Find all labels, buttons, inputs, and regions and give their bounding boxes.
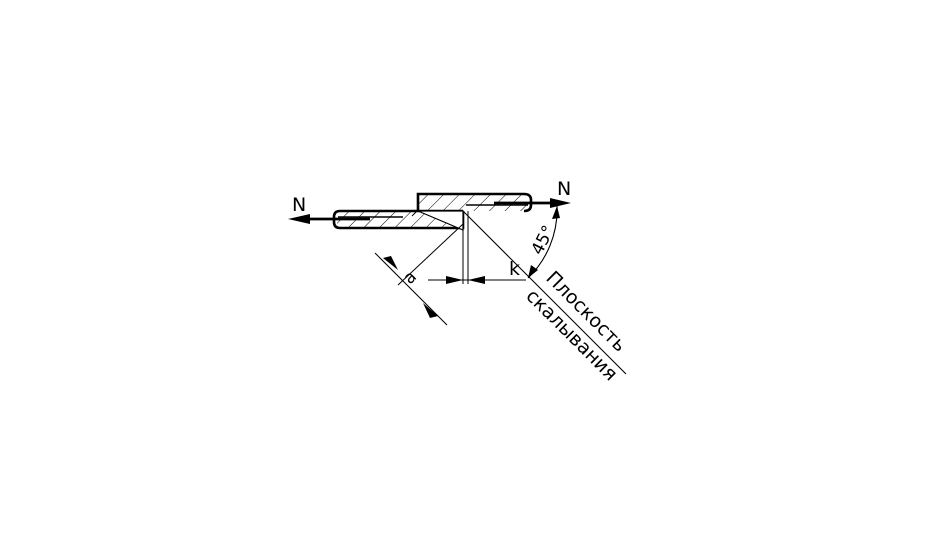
angle-dimension — [527, 205, 560, 279]
angle-label: 45° — [528, 222, 560, 258]
right-force-arrow — [494, 198, 571, 208]
upper-plate — [416, 192, 533, 213]
leg-k-label: k — [509, 258, 520, 280]
leg-k-dimension — [428, 276, 526, 284]
left-force-arrow — [288, 214, 370, 224]
throat-a-label: a — [399, 267, 421, 289]
shear-plane-line — [462, 210, 627, 375]
right-force-label: N — [557, 178, 571, 200]
fillet-weld — [417, 210, 469, 284]
left-force-label: N — [292, 194, 306, 216]
throat-a-dimension — [374, 210, 464, 326]
